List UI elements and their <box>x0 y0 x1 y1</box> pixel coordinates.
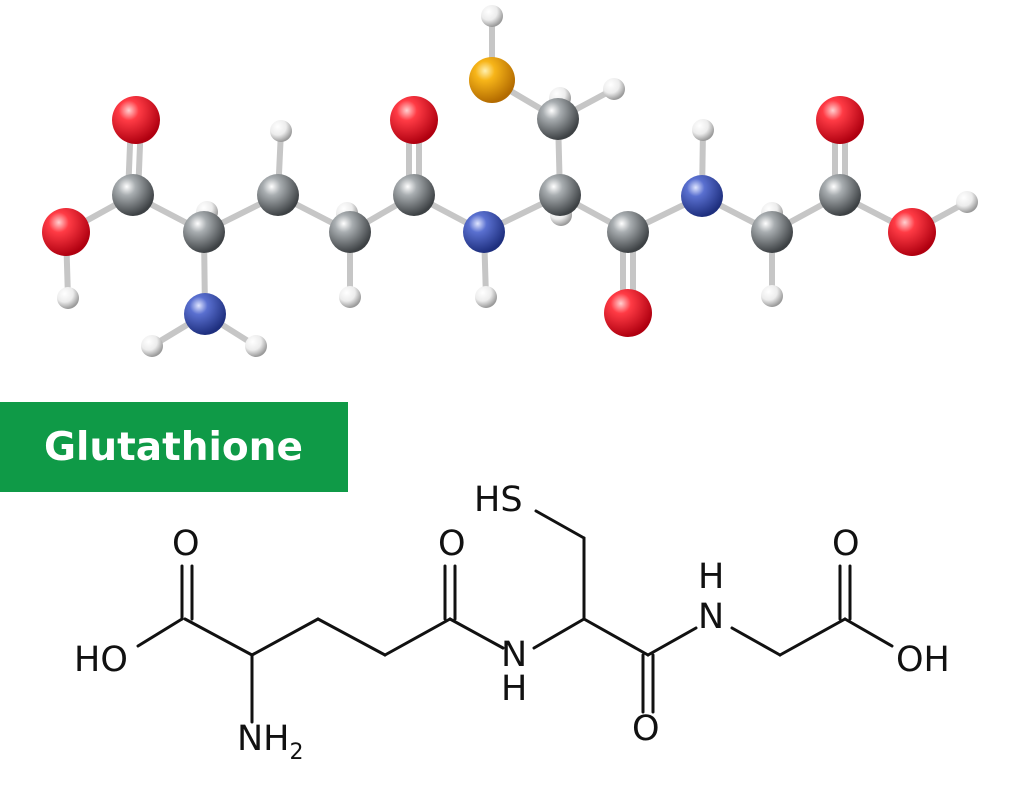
hydrogen-atom <box>475 286 497 308</box>
label-oh: OH <box>896 640 950 680</box>
carbon-atom <box>607 211 649 253</box>
carbon-atom <box>112 174 154 216</box>
formula-bond <box>582 617 650 657</box>
hydrogen-atom <box>245 335 267 357</box>
formula-bond <box>250 617 320 657</box>
carbon-atom <box>393 174 435 216</box>
formula-bond <box>316 617 387 657</box>
model-atoms <box>42 5 978 357</box>
label-nh2: NH2 <box>237 719 304 765</box>
formula-bond <box>534 509 586 540</box>
label-n-amide-1: N <box>501 635 527 675</box>
hydrogen-atom <box>141 335 163 357</box>
nitrogen-atom <box>463 211 505 253</box>
nitrogen-atom <box>184 293 226 335</box>
label-hs: HS <box>474 480 523 520</box>
carbon-atom <box>819 174 861 216</box>
formula-bond <box>383 617 452 657</box>
carbon-atom <box>329 211 371 253</box>
formula-bond <box>843 617 894 648</box>
formula-bond <box>136 617 184 648</box>
label-ho: HO <box>74 640 128 680</box>
formula-bond <box>532 617 586 650</box>
oxygen-atom <box>42 208 90 256</box>
hydrogen-atom <box>57 287 79 309</box>
label-h-amide-1: H <box>501 669 527 709</box>
formula-bond <box>730 626 782 657</box>
carbon-atom <box>257 174 299 216</box>
oxygen-atom <box>604 289 652 337</box>
hydrogen-atom <box>956 191 978 213</box>
formula-bond <box>448 617 505 650</box>
formula-bond <box>183 617 254 657</box>
skeletal-formula-labels: HS HO OH O O O O N H H N NH2 <box>74 480 950 765</box>
oxygen-atom <box>112 96 160 144</box>
hydrogen-atom <box>339 286 361 308</box>
label-nh: NH <box>237 719 290 759</box>
label-o-acid-right: O <box>832 524 860 564</box>
formula-bond <box>646 626 698 657</box>
carbon-atom <box>537 98 579 140</box>
hydrogen-atom <box>603 78 625 100</box>
label-h-amide-2: H <box>698 557 724 597</box>
label-n-amide-2: N <box>698 597 724 637</box>
formula-bond <box>778 617 847 657</box>
hydrogen-atom <box>270 120 292 142</box>
title-banner: Glutathione <box>0 402 348 492</box>
label-o-amide-1: O <box>438 524 466 564</box>
title-text: Glutathione <box>44 424 303 470</box>
hydrogen-atom <box>481 5 503 27</box>
oxygen-atom <box>888 208 936 256</box>
carbon-atom <box>539 174 581 216</box>
carbon-atom <box>183 211 225 253</box>
label-nh-subscript: 2 <box>290 740 304 765</box>
oxygen-atom <box>816 96 864 144</box>
nitrogen-atom <box>681 175 723 217</box>
label-o-amide-2: O <box>632 709 660 749</box>
label-o-acid-left: O <box>172 524 200 564</box>
oxygen-atom <box>390 96 438 144</box>
skeletal-formula-bonds <box>136 509 894 724</box>
carbon-atom <box>751 211 793 253</box>
hydrogen-atom <box>692 119 714 141</box>
sulfur-atom <box>469 57 515 103</box>
hydrogen-atom <box>761 285 783 307</box>
